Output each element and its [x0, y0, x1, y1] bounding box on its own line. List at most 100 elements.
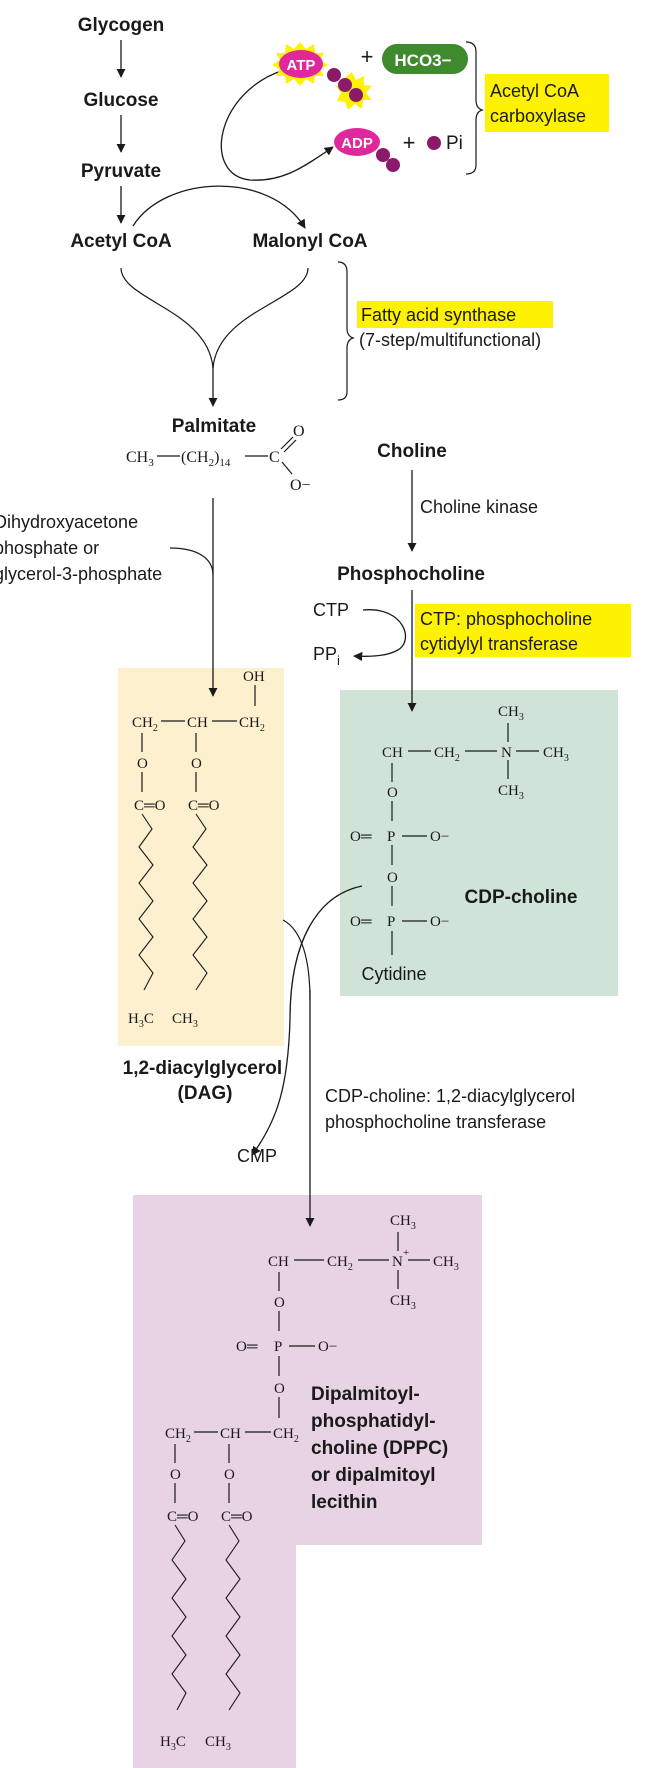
cdp-choline-structure: CH3 CH CH2 N CH3 CH3 O O═ P O− O O═ P O− — [350, 704, 569, 955]
svg-text:O═: O═ — [350, 829, 372, 845]
dppc-structure: CH3 CH CH2 N + CH3 CH3 O O═ P O− O CH2 C… — [160, 1213, 459, 1753]
svg-text:O═: O═ — [236, 1339, 258, 1355]
svg-text:O═: O═ — [350, 914, 372, 930]
dhap-label: Dihydroxyacetone phosphate or glycerol-3… — [0, 512, 162, 584]
cdp-choline-box — [340, 690, 618, 996]
svg-text:O: O — [224, 1467, 235, 1483]
svg-text:O: O — [293, 423, 305, 440]
svg-text:CH2: CH2 — [165, 1426, 191, 1445]
svg-text:C═O: C═O — [221, 1509, 253, 1525]
svg-text:ATP: ATP — [287, 57, 316, 74]
dag-label: 1,2-diacylglycerol (DAG) — [123, 1058, 288, 1104]
svg-text:H3C: H3C — [160, 1734, 186, 1753]
phosphate-bead-3 — [349, 88, 363, 102]
svg-text:C═O: C═O — [167, 1509, 199, 1525]
synthase-bracket — [337, 261, 355, 401]
svg-text:H3C: H3C — [128, 1011, 154, 1030]
synthase-highlight — [357, 301, 553, 328]
svg-text:O: O — [191, 756, 202, 772]
svg-text:CH3: CH3 — [498, 704, 524, 723]
svg-text:OH: OH — [243, 669, 265, 685]
hco3-icon: HCO3− — [382, 44, 468, 74]
svg-text:O−: O− — [290, 477, 311, 494]
svg-text:P: P — [387, 829, 395, 845]
svg-text:CH3: CH3 — [498, 783, 524, 802]
ctp-label: CTP — [313, 600, 349, 620]
glycogen-label: Glycogen — [78, 15, 165, 36]
svg-text:C: C — [269, 449, 280, 466]
svg-text:O: O — [170, 1467, 181, 1483]
svg-text:O: O — [387, 785, 398, 801]
svg-text:O: O — [137, 756, 148, 772]
svg-text:O−: O− — [430, 914, 449, 930]
svg-text:(CH2)14: (CH2)14 — [181, 449, 231, 469]
adp-bead-2 — [386, 158, 400, 172]
ctp-transferase-highlight — [415, 604, 631, 657]
svg-text:O−: O− — [430, 829, 449, 845]
svg-text:CH: CH — [187, 715, 208, 731]
svg-text:CH: CH — [220, 1426, 241, 1442]
plus-sign-2: + — [403, 130, 416, 155]
choline-label: Choline — [377, 441, 447, 462]
atp-icon: ATP — [272, 42, 372, 110]
svg-text:CH3: CH3 — [126, 449, 154, 469]
dppc-label: Dipalmitoyl- phosphatidyl- choline (DPPC… — [311, 1384, 454, 1513]
fatty-acid-synthase-label: Fatty acid synthase — [361, 305, 516, 325]
atp-adp-arc — [220, 69, 334, 181]
svg-text:N: N — [501, 745, 512, 761]
dhap-join-curve — [169, 547, 214, 576]
svg-text:CH3: CH3 — [390, 1293, 416, 1312]
svg-text:O−: O− — [318, 1339, 337, 1355]
adp-icon: ADP — [334, 128, 400, 172]
ppi-label: PPi — [313, 644, 340, 668]
svg-text:ADP: ADP — [341, 135, 373, 152]
plus-sign-1: + — [361, 44, 374, 69]
acetyl-to-palmitate-curve — [120, 267, 214, 369]
svg-text:CH2: CH2 — [434, 745, 460, 764]
svg-text:CH3: CH3 — [543, 745, 569, 764]
dag-join-curve — [282, 919, 311, 1001]
ctp-ppi-arc — [353, 609, 406, 661]
svg-text:CH2: CH2 — [273, 1426, 299, 1445]
phosphate-bead-1 — [327, 68, 341, 82]
fatty-acid-synthase-note: (7-step/multifunctional) — [359, 330, 541, 350]
malonyl-to-palmitate-curve — [212, 267, 309, 369]
pi-label: Pi — [446, 133, 463, 154]
svg-text:O: O — [387, 870, 398, 886]
palmitate-formula: CH3 (CH2)14 C O O− — [126, 423, 311, 494]
svg-text:O: O — [274, 1295, 285, 1311]
glucose-label: Glucose — [84, 90, 159, 111]
palmitate-label: Palmitate — [172, 416, 256, 437]
cdp-choline-label: CDP-choline — [465, 887, 578, 908]
dppc-box — [133, 1195, 482, 1768]
svg-text:+: + — [403, 1247, 409, 1259]
svg-text:CH3: CH3 — [172, 1011, 198, 1030]
svg-text:N: N — [392, 1254, 403, 1270]
svg-text:CH: CH — [382, 745, 403, 761]
svg-text:HCO3−: HCO3− — [394, 51, 451, 70]
svg-text:CH3: CH3 — [390, 1213, 416, 1232]
phosphate-bead-2 — [338, 78, 352, 92]
svg-text:CH3: CH3 — [433, 1254, 459, 1273]
pi-bead — [427, 136, 441, 150]
cdp-transferase-label: CDP-choline: 1,2-diacylglycerol phosphoc… — [325, 1086, 580, 1132]
svg-text:CH3: CH3 — [205, 1734, 231, 1753]
dag-structure: OH CH2 CH CH2 O O C═O C═O H3C CH3 — [128, 669, 265, 1030]
carboxylase-highlight — [485, 74, 609, 132]
acetyl-coa-label: Acetyl CoA — [70, 231, 172, 252]
malonyl-coa-label: Malonyl CoA — [252, 231, 367, 252]
cytidine-label: Cytidine — [361, 964, 426, 984]
svg-text:P: P — [387, 914, 395, 930]
cmp-label: CMP — [237, 1146, 277, 1166]
carboxylation-arc — [132, 185, 306, 229]
cdp-choline-release-curve — [251, 885, 363, 1156]
pyruvate-label: Pyruvate — [81, 161, 161, 182]
svg-text:CH2: CH2 — [239, 715, 265, 734]
svg-text:CH2: CH2 — [132, 715, 158, 734]
choline-kinase-label: Choline kinase — [420, 497, 538, 517]
svg-text:P: P — [274, 1339, 282, 1355]
ctp-transferase-label: CTP: phosphocholine cytidylyl transferas… — [420, 609, 597, 654]
svg-text:O: O — [274, 1381, 285, 1397]
carboxylase-bracket — [465, 41, 484, 175]
svg-text:CH: CH — [268, 1254, 289, 1270]
